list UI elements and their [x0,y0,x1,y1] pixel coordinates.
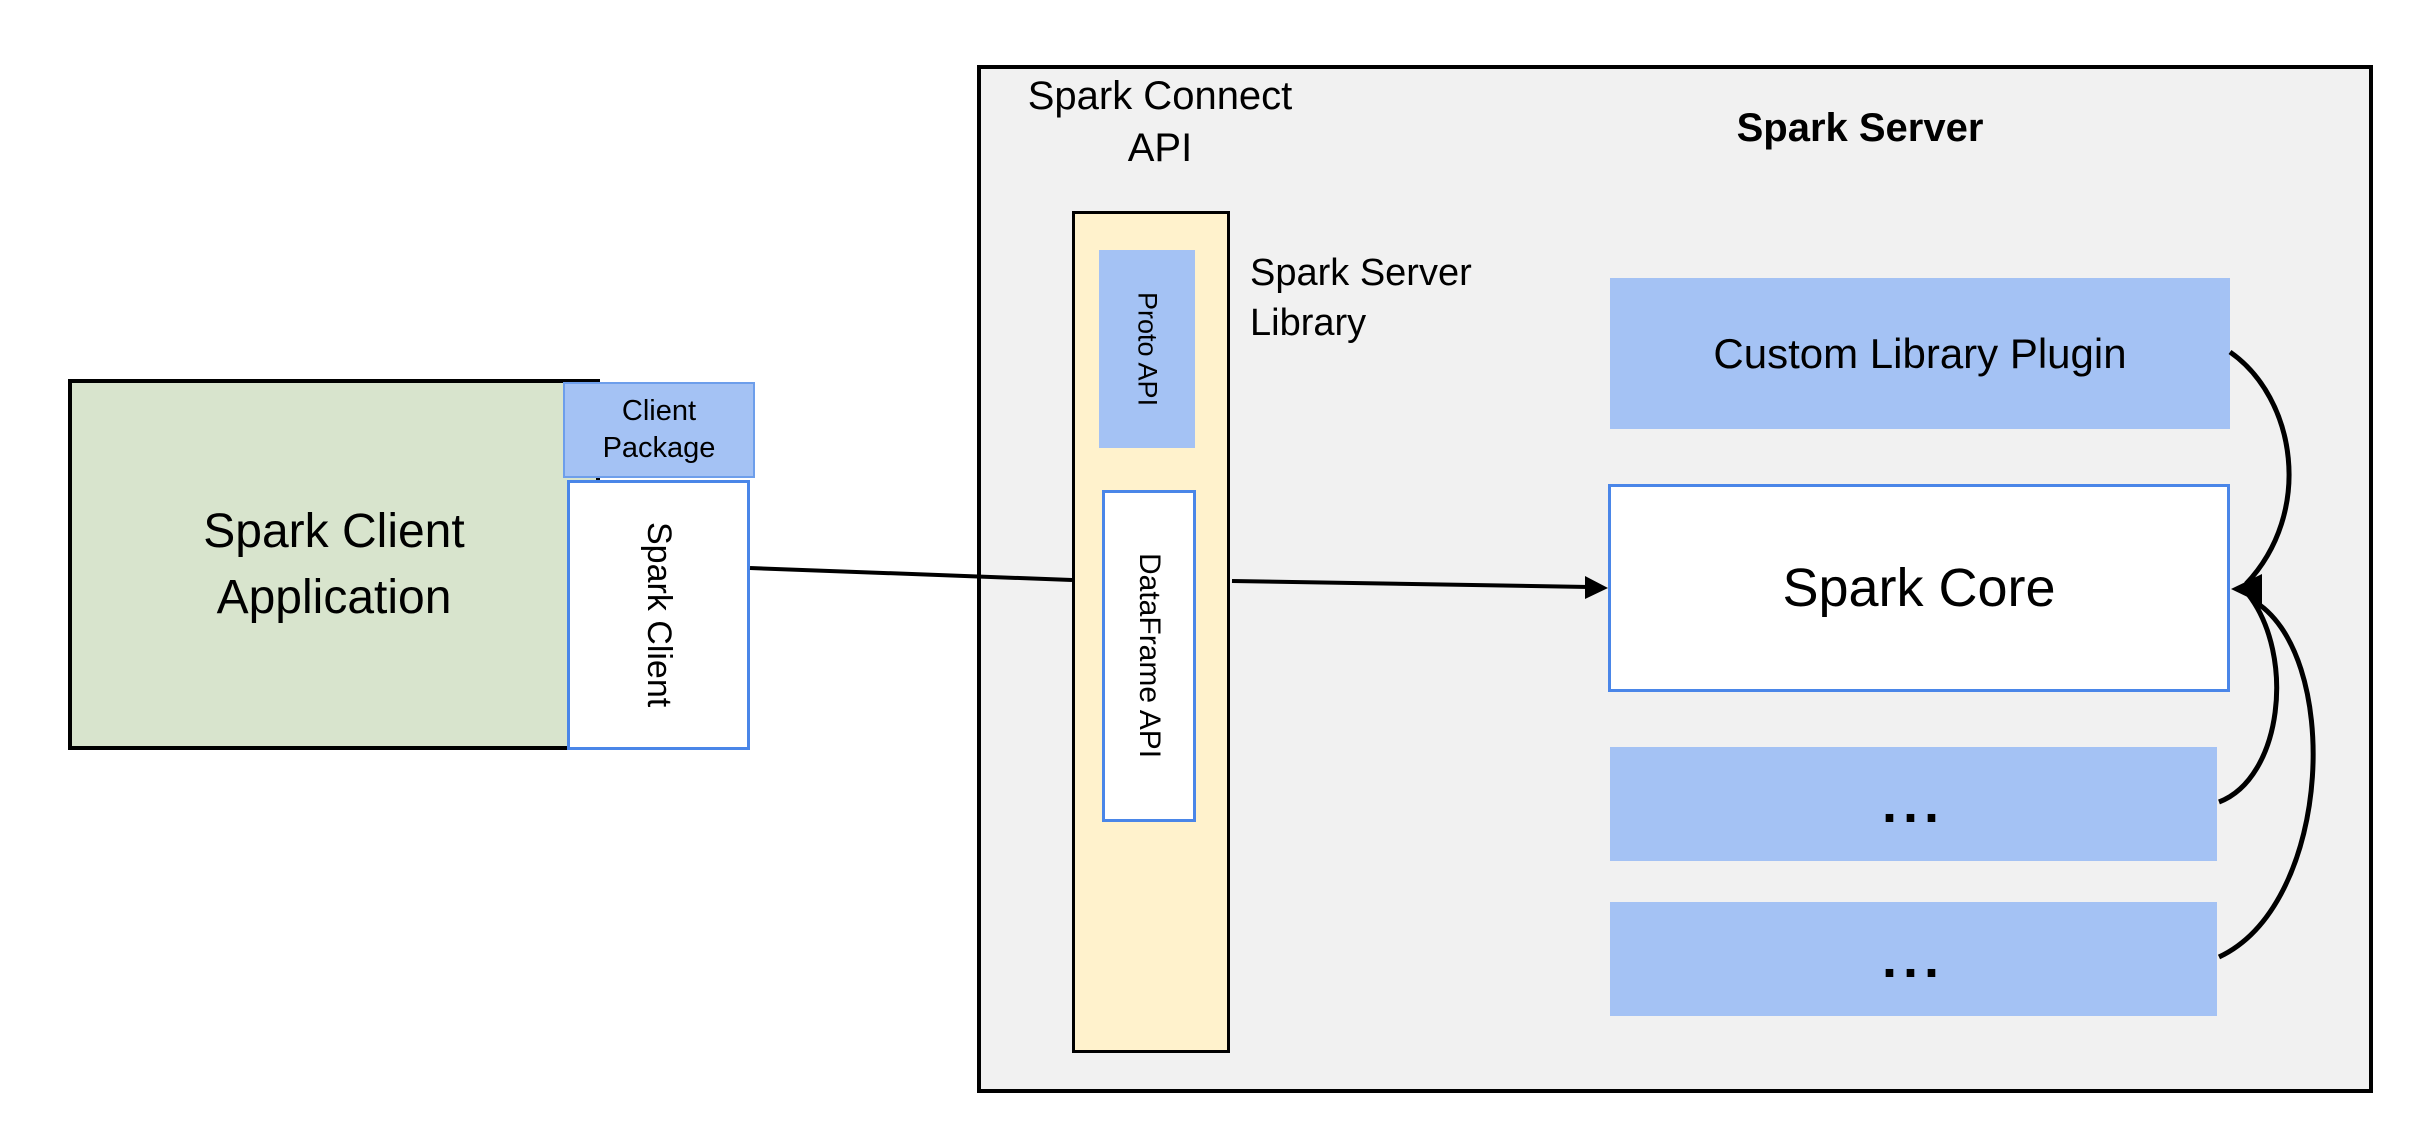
plugin-placeholder-box-1: ... [1610,747,2217,861]
spark-core-box: Spark Core [1608,484,2230,692]
spark-client-application-label: Spark Client Application [203,499,464,631]
spark-client-application-box: Spark Client Application [68,379,600,750]
spark-connect-api-label: Spark Connect API [960,70,1360,174]
dataframe-api-label: DataFrame API [1133,553,1166,759]
client-package-box: Client Package [563,382,755,478]
spark-connect-api-line2: API [1127,126,1193,170]
plugin-placeholder-label-2: ... [1881,929,1945,989]
client-package-line1: Client [621,395,697,427]
spark-client-label: Spark Client [640,522,678,708]
spark-server-library-label: Spark Server Library [1250,248,1590,348]
spark-server-library-line2: Library [1250,302,1367,344]
client-package-label: Client Package [603,393,716,467]
spark-server-library-line1: Spark Server [1250,252,1472,294]
spark-server-title: Spark Server [1736,106,1984,150]
custom-library-plugin-box: Custom Library Plugin [1610,278,2230,429]
custom-library-plugin-label: Custom Library Plugin [1713,329,2127,377]
spark-client-application-line2: Application [216,570,452,624]
spark-core-label: Spark Core [1782,558,2056,618]
proto-api-box: Proto API [1099,250,1195,448]
spark-client-application-line1: Spark Client [203,504,465,558]
plugin-placeholder-box-2: ... [1610,902,2217,1016]
spark-connect-api-line1: Spark Connect [1027,74,1293,118]
dataframe-api-box: DataFrame API [1102,490,1196,822]
spark-client-box: Spark Client [567,480,750,750]
client-package-line2: Package [602,432,716,464]
proto-api-label: Proto API [1132,291,1163,407]
plugin-placeholder-label-1: ... [1881,774,1945,834]
